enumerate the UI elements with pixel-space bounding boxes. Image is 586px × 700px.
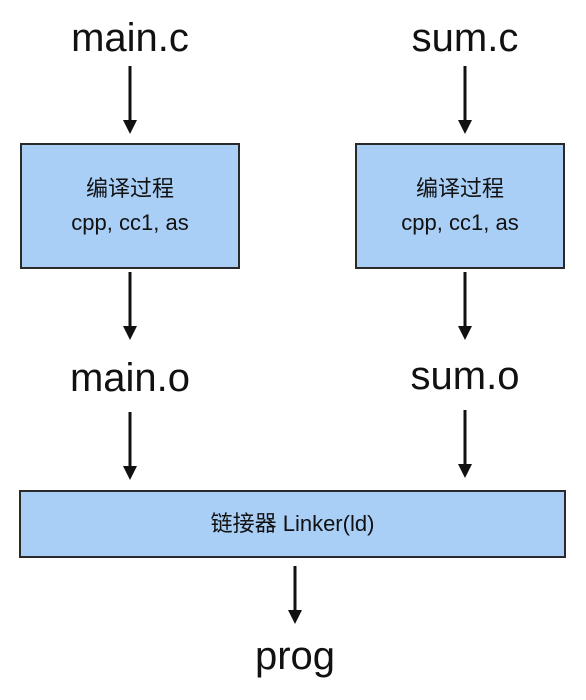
sum-o-label: sum.o: [410, 354, 520, 398]
arrow-sum-c-to-compile: [455, 66, 475, 136]
compile-tools-left: cpp, cc1, as: [71, 210, 189, 235]
arrow-compile-to-main-o: [120, 272, 140, 342]
arrow-sum-o-to-linker: [455, 410, 475, 480]
main-c-label: main.c: [71, 16, 189, 60]
compile-box-left: 编译过程 cpp, cc1, as: [20, 143, 240, 269]
compile-box-right: 编译过程 cpp, cc1, as: [355, 143, 565, 269]
compile-title-left: 编译过程: [85, 175, 174, 201]
arrow-main-o-to-linker: [120, 412, 140, 482]
arrow-linker-to-prog: [285, 566, 305, 626]
main-o-label: main.o: [69, 356, 191, 400]
arrow-main-c-to-compile: [120, 66, 140, 136]
compile-title-right: 编译过程: [415, 175, 504, 201]
sum-c-label: sum.c: [411, 16, 519, 60]
compile-tools-right: cpp, cc1, as: [401, 210, 519, 235]
linker-label: 链接器 Linker(ld): [210, 510, 375, 536]
arrow-compile-to-sum-o: [455, 272, 475, 342]
linker-box: 链接器 Linker(ld): [19, 490, 566, 558]
prog-label: prog: [254, 634, 336, 678]
